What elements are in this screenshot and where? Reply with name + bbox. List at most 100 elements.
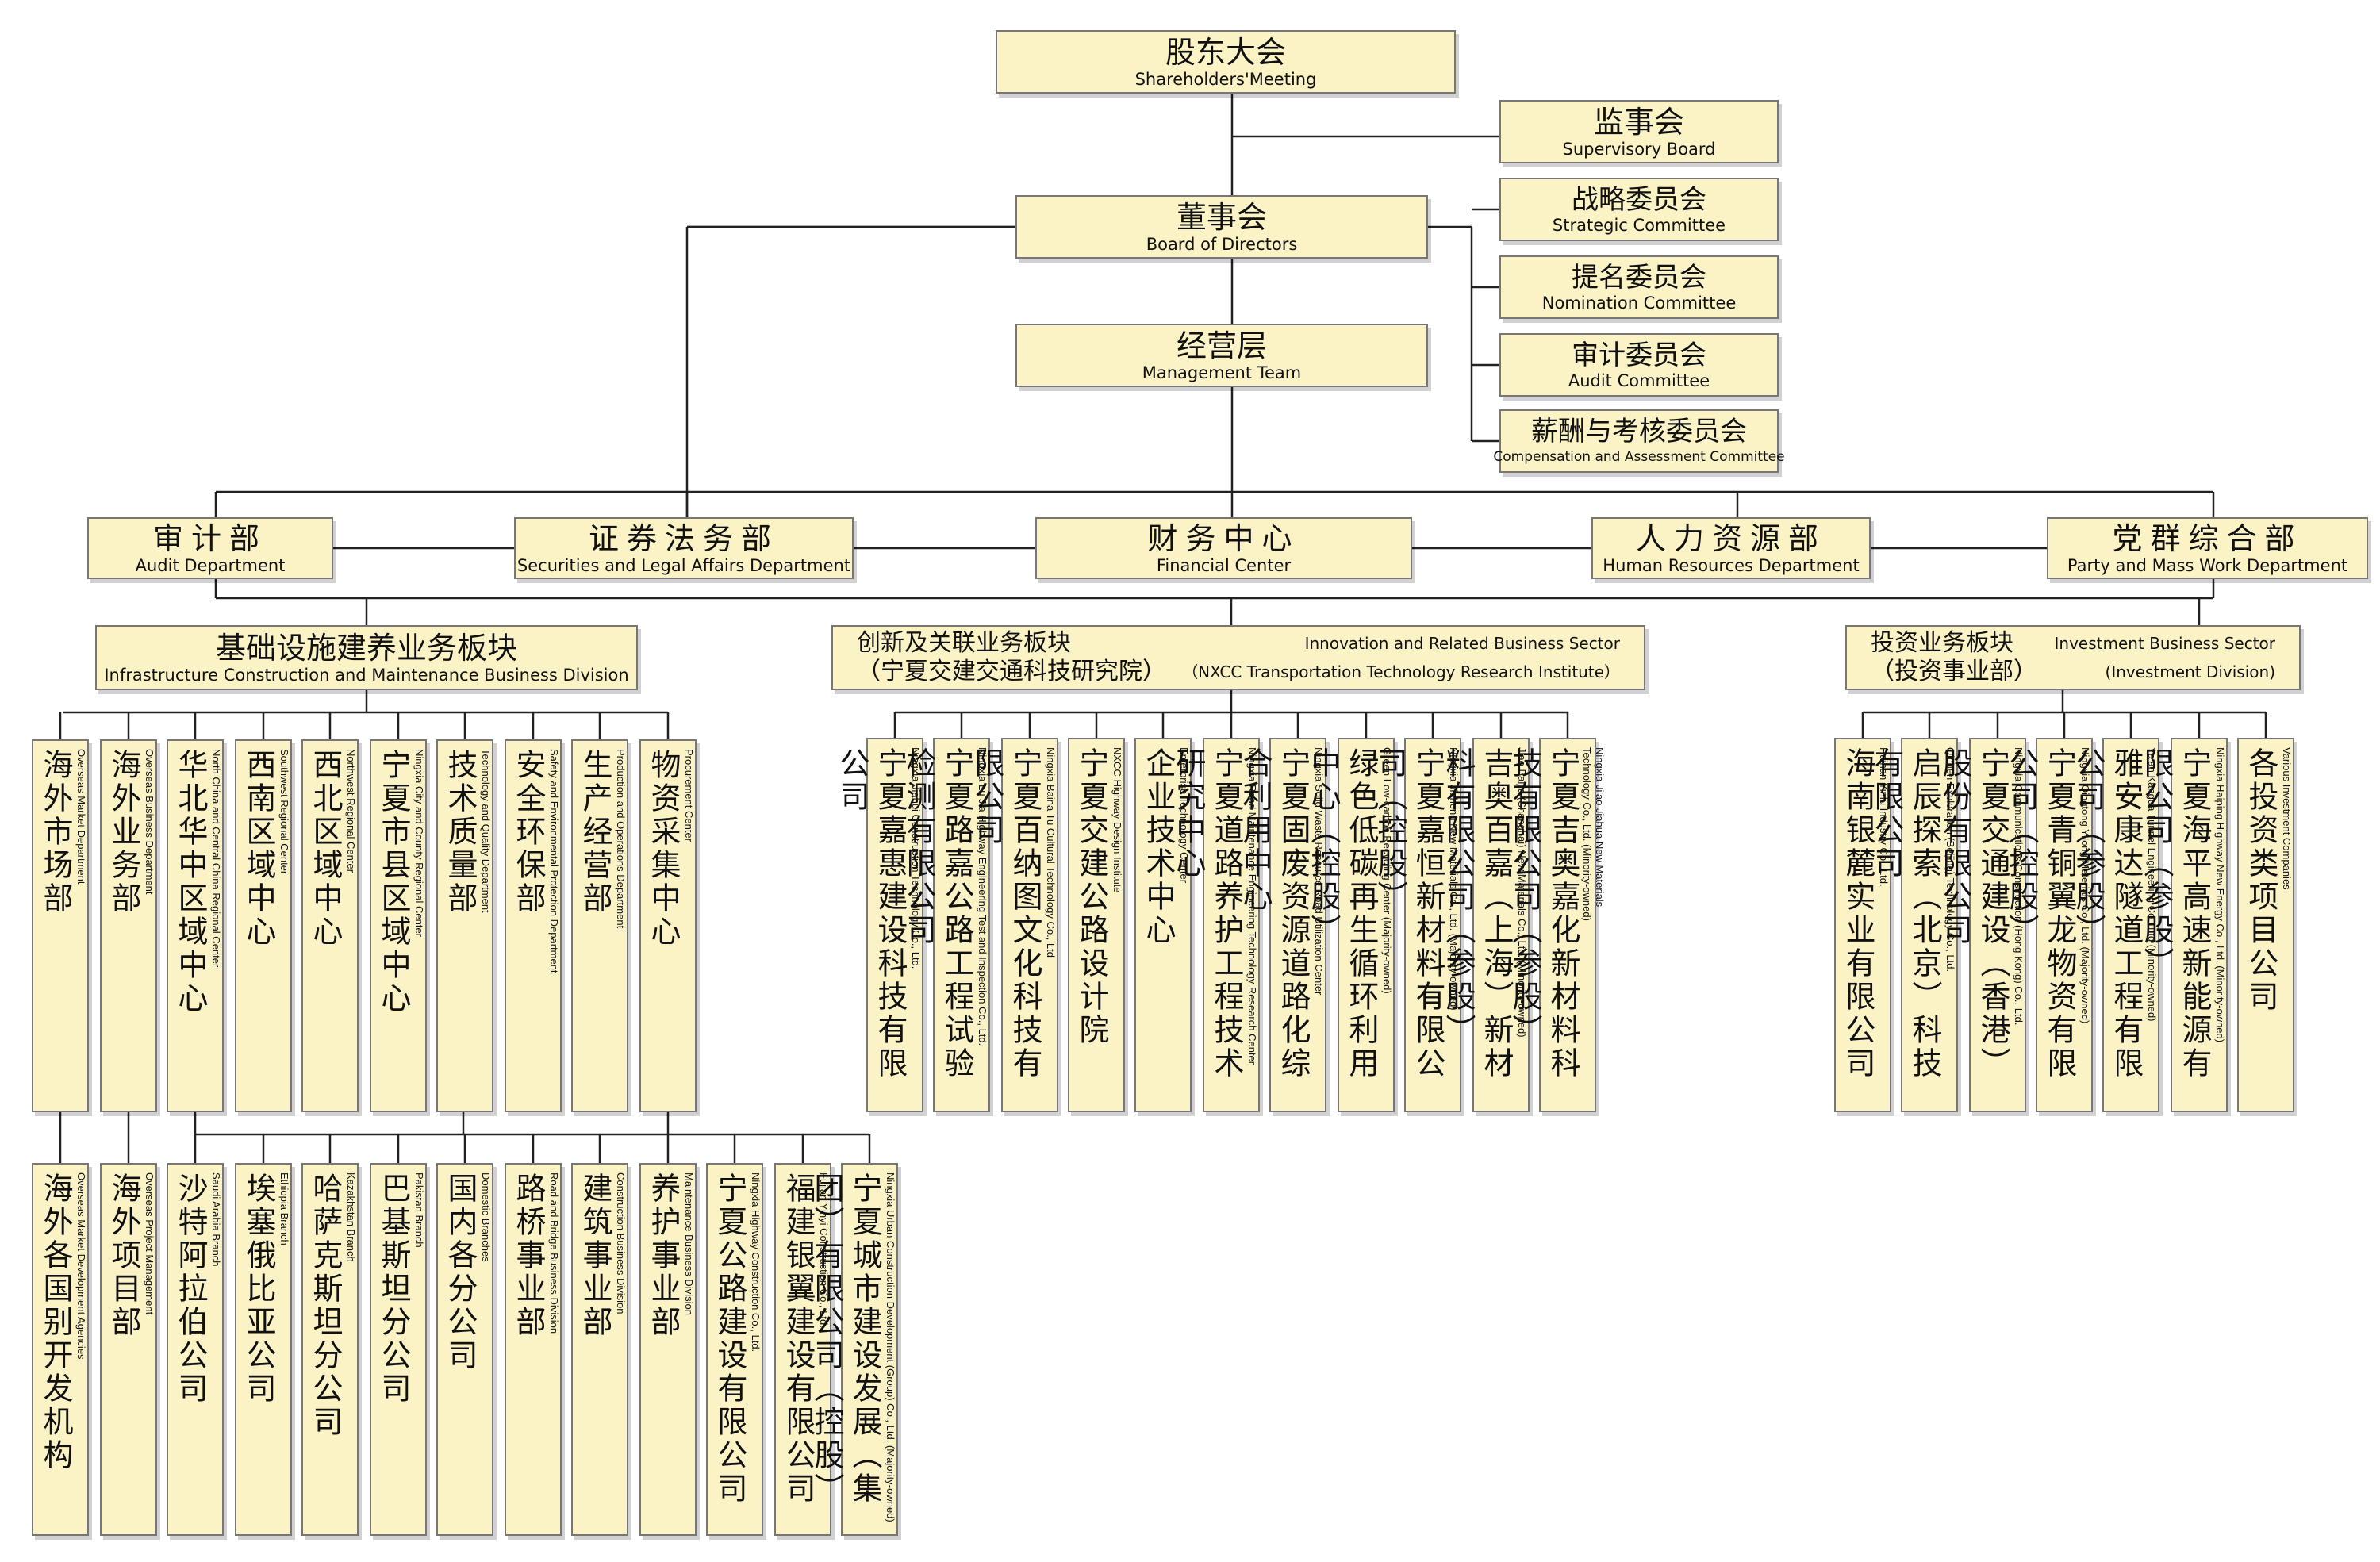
- investment-unit-box-1-en-line: Hainan Yinlu Industry Co., Ltd.: [1878, 747, 1890, 887]
- innovation-unit-box-11-en-line: Ningxia Ji'ao Jiahua New Materials: [1594, 747, 1606, 908]
- infra-subunit-box-9-zh: 建筑事业部: [578, 1172, 612, 1339]
- infra-unit-box-1-en: Overseas Market Department: [75, 749, 87, 1111]
- innovation-unit-box-4-zh: 宁夏交建公路设计院: [1074, 747, 1109, 1047]
- innovation-unit-box-5-zh: 企业技术中心: [1141, 747, 1176, 947]
- investment-unit-box-1-zh: 海南银麓实业有限公司: [1841, 747, 1875, 1080]
- infra-subunit-box-7-zh: 国内各分公司: [443, 1172, 478, 1372]
- investment-unit-box-3-en-line: Ningxia Communications Construction (Hon…: [2013, 747, 2025, 1026]
- infra-unit-box-1-en-line: Overseas Market Department: [75, 749, 87, 885]
- innovation-unit-box-1-en: Ningxia Jiahui Construction Technology C…: [909, 747, 922, 1111]
- infra-subunit-box-12-zh: 福建银翼建设有限公司: [781, 1172, 816, 1506]
- innovation-unit-box-9-zh: 宁夏嘉恒新材料有限公司（控股）: [1372, 747, 1445, 1080]
- infra-subunit-box-10-en-line: Maintenance Business Division: [683, 1172, 695, 1315]
- innovation-unit-box-8-en: Green Low-carbon Recycling Center (Major…: [1380, 747, 1393, 1111]
- innovation-unit-box-2-en: Ningxia Lu Jia Highway Engineering Test …: [976, 747, 988, 1111]
- infra-unit-box-3-en: North China and Central China Regional C…: [209, 749, 222, 1111]
- infra-unit-box-7-en-line: Technology and Quality Department: [480, 749, 492, 913]
- department-box-3-zh: 财务中心: [1147, 521, 1300, 556]
- infra-sector-box-en: Infrastructure Construction and Maintena…: [104, 666, 629, 685]
- department-box-2-en: Securities and Legal Affairs Department: [516, 556, 851, 575]
- investment-sector-box-en-2: (Investment Division): [2105, 662, 2275, 681]
- innovation-unit-box-10: 吉奥百嘉（上海）新材料有限公司（参股）Jiao Baijia (Shanghai…: [1441, 738, 1530, 1112]
- investment-unit-box-5-en-line: Ya'an Kangda Tunnel Engineering Co., Ltd…: [2146, 747, 2158, 1022]
- infra-unit-box-2-en: Overseas Business Department: [143, 749, 155, 1111]
- audit-committee-box-en: Audit Committee: [1568, 371, 1710, 390]
- nomination-committee-box-en: Nomination Committee: [1541, 294, 1737, 313]
- investment-unit-box-5-zh: 雅安康达隧道工程有限公司（参股）: [2071, 747, 2144, 1080]
- investment-unit-box-1-en: Hainan Yinlu Industry Co., Ltd.: [1877, 747, 1890, 1111]
- investment-unit-box-2-zh: 启辰探索（北京）科技有限公司: [1869, 747, 1942, 1080]
- infra-unit-box-6-en: Ningxia City and County Regional Center: [413, 749, 425, 1111]
- infra-unit-box-6-en-line: Ningxia City and County Regional Center: [413, 749, 425, 938]
- supervisory-board-box-zh: 监事会: [1593, 105, 1684, 140]
- infra-subunit-box-11-en: Ningxia Highway Construction Co., Ltd.: [749, 1172, 762, 1534]
- innovation-unit-box-2-en-line: Ningxia Lu Jia Highway Engineering Test …: [977, 747, 988, 1046]
- investment-sector-box-en-1: Investment Business Sector: [2054, 634, 2276, 653]
- infra-unit-box-1-zh: 海外市场部: [38, 749, 73, 915]
- innovation-sector-box-zh-1: 创新及关联业务板块: [857, 629, 1071, 657]
- innovation-unit-box-9-en-line: Ningxia Jiaheng New Materials Co., Ltd. …: [1448, 747, 1460, 1011]
- infra-unit-box-3-zh: 华北华中区域中心: [173, 749, 208, 1015]
- board-of-directors-box-zh: 董事会: [1176, 200, 1267, 235]
- infra-subunit-box-9-en-line: Construction Business Division: [615, 1172, 627, 1314]
- compensation-committee-box-en: Compensation and Assessment Committee: [1493, 449, 1785, 465]
- innovation-unit-box-8-zh: 绿色低碳再生循环利用中心（控股）: [1306, 747, 1379, 1080]
- investment-unit-box-3-en: Ningxia Communications Construction (Hon…: [2012, 747, 2025, 1111]
- infra-unit-box-3-en-line: North China and Central China Regional C…: [210, 749, 222, 968]
- innovation-unit-box-10-zh: 吉奥百嘉（上海）新材料有限公司（参股）: [1441, 747, 1514, 1080]
- infra-unit-box-7-en: Technology and Quality Department: [479, 749, 492, 1111]
- infra-subunit-box-11-zh: 宁夏公路建设有限公司: [712, 1172, 747, 1506]
- shareholders-meeting-box-en: Shareholders'Meeting: [1134, 70, 1317, 89]
- strategic-committee-box-zh: 战略委员会: [1572, 184, 1706, 216]
- department-box-4-zh: 人力资源部: [1635, 521, 1826, 556]
- department-box-2-zh: 证券法务部: [588, 521, 779, 556]
- investment-unit-box-2-en: Qichen Exploration (Beijing) Technology …: [1944, 747, 1956, 1111]
- investment-unit-box-6-zh: 宁夏海平高速新能源有限公司（参股）: [2139, 747, 2212, 1080]
- infra-unit-box-8-en: Safety and Environmental Protection Depa…: [547, 749, 560, 1111]
- innovation-unit-box-8: 绿色低碳再生循环利用中心（控股）Green Low-carbon Recycli…: [1306, 738, 1395, 1112]
- investment-unit-box-2-en-line: Qichen Exploration (Beijing) Technology …: [1944, 747, 1956, 973]
- infra-subunit-box-12-en-line: Fujian Yinyi Construction Co., Ltd.: [818, 1172, 830, 1328]
- infra-subunit-box-12-en: Fujian Yinyi Construction Co., Ltd.: [817, 1172, 830, 1534]
- infra-subunit-box-11-en-line: Ningxia Highway Construction Co., Ltd.: [750, 1172, 762, 1353]
- infra-unit-box-8-zh: 安全环保部: [511, 749, 546, 915]
- infra-subunit-box-2-en: Overseas Project Management: [143, 1172, 155, 1534]
- infra-subunit-box-8-en: Road and Bridge Business Division: [547, 1172, 560, 1534]
- innovation-unit-box-11: 宁夏吉奥嘉化新材料科技有限公司（参股）Ningxia Ji'ao Jiahua …: [1507, 738, 1606, 1112]
- innovation-unit-box-6-en: Ningxia Road Maintenance Engineering Tec…: [1246, 747, 1258, 1111]
- investment-unit-box-5: 雅安康达隧道工程有限公司（参股）Ya'an Kangda Tunnel Engi…: [2071, 738, 2159, 1112]
- investment-sector-box-zh-2: （投资事业部）: [1871, 658, 2037, 685]
- investment-unit-box-6-en: Ningxia Haiping Highway New Energy Co., …: [2213, 747, 2226, 1111]
- shareholders-meeting-box-zh: 股东大会: [1165, 35, 1286, 70]
- infra-subunit-box-6-zh: 巴基斯坦分公司: [376, 1172, 411, 1406]
- innovation-sector-box-zh-2: （宁夏交建交通科技研究院）: [857, 658, 1166, 685]
